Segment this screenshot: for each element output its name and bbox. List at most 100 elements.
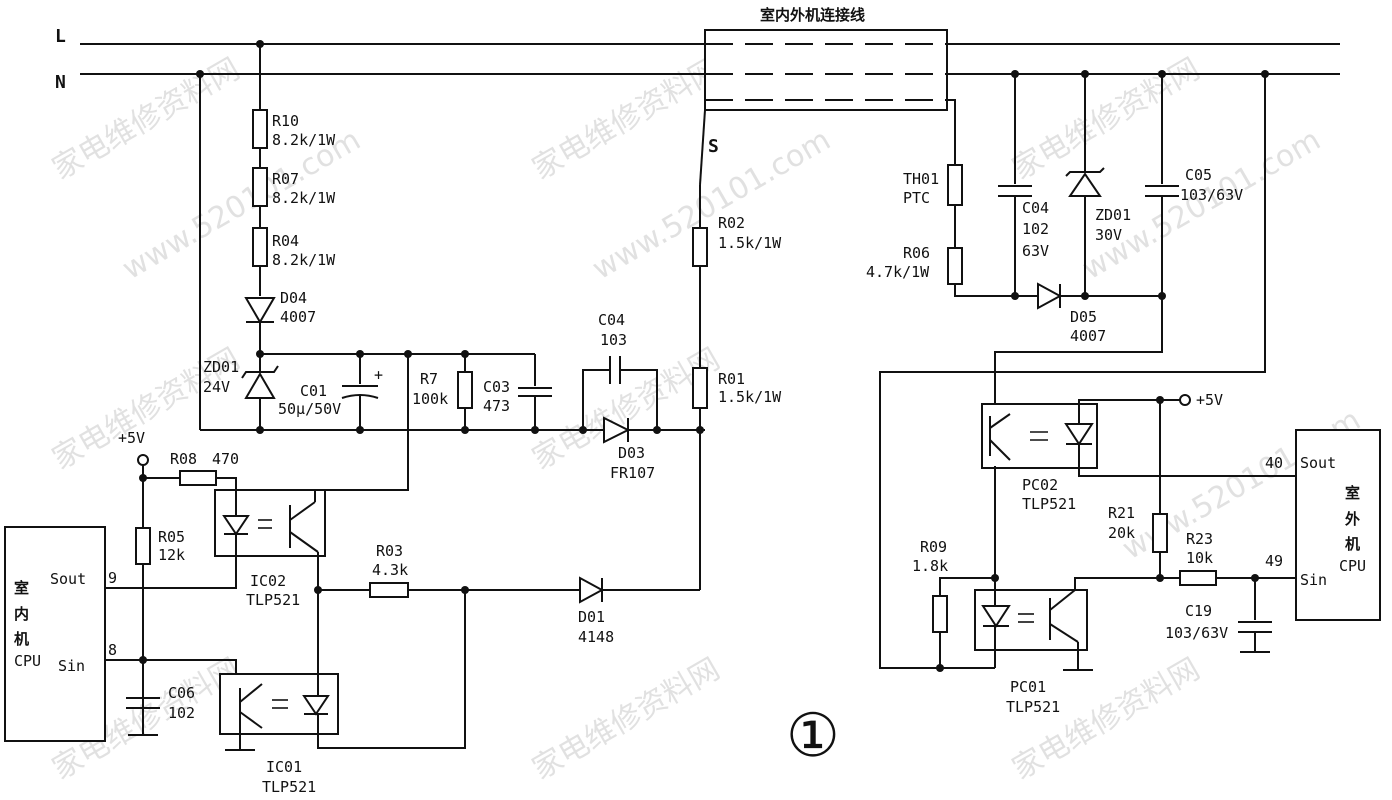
label-zd01-indoor-name: ZD01 xyxy=(203,358,239,376)
vcc-label-left: +5V xyxy=(118,429,145,447)
diode-d05 xyxy=(1037,282,1063,310)
label-d04-name: D04 xyxy=(280,289,307,307)
label-pc01-value: TLP521 xyxy=(1006,698,1060,716)
label-pc01-name: PC01 xyxy=(1010,678,1046,696)
outdoor-sout-label: Sout xyxy=(1300,454,1336,472)
resistor-r10 xyxy=(252,109,268,149)
rail-label-l: L xyxy=(55,26,66,47)
indoor-cpu-block xyxy=(4,526,106,742)
outdoor-cpu-line1: 室 xyxy=(1345,484,1360,502)
label-r08-value: 470 xyxy=(212,450,239,468)
outdoor-circuit: +5V xyxy=(879,70,1381,672)
label-ic02-value: TLP521 xyxy=(246,591,300,609)
label-c03-name: C03 xyxy=(483,378,510,396)
label-c04-outdoor-name: C04 xyxy=(1022,199,1049,217)
label-pc02-name: PC02 xyxy=(1022,476,1058,494)
indoor-pin-9: 9 xyxy=(108,569,117,587)
signal-line-label: S xyxy=(708,136,719,157)
figure-number: ① xyxy=(786,701,840,771)
indoor-sout-label: Sout xyxy=(50,570,86,588)
label-zd01-outdoor-value: 30V xyxy=(1095,226,1122,244)
label-r23-value: 10k xyxy=(1186,549,1213,567)
label-d03-name: D03 xyxy=(618,444,645,462)
rail-label-n: N xyxy=(55,72,66,93)
label-d05-value: 4007 xyxy=(1070,327,1106,345)
label-r04-name: R04 xyxy=(272,232,299,250)
resistor-r03 xyxy=(369,582,409,598)
watermark-text: 家电维修资料网 xyxy=(527,52,726,187)
vcc-terminal-left xyxy=(137,454,149,466)
cable-block: 室内外机连接线 S xyxy=(704,6,948,157)
label-zd01-outdoor-name: ZD01 xyxy=(1095,206,1131,224)
label-c19-name: C19 xyxy=(1185,602,1212,620)
label-zd01-indoor-value: 24V xyxy=(203,378,230,396)
watermark-text: 家电维修资料网 xyxy=(1007,652,1206,787)
indoor-pin-8: 8 xyxy=(108,641,117,659)
outdoor-cpu-line3: 机 xyxy=(1345,535,1360,553)
outdoor-sin-label: Sin xyxy=(1300,571,1327,589)
label-c01-value: 50μ/50V xyxy=(278,400,341,418)
label-r09-value: 1.8k xyxy=(912,557,948,575)
resistor-r04 xyxy=(252,227,268,267)
outdoor-labels: TH01 PTC R06 4.7k/1W C04 102 63V ZD01 30… xyxy=(866,166,1243,716)
label-r08-name: R08 xyxy=(170,450,197,468)
label-d01-value: 4148 xyxy=(578,628,614,646)
label-r02-name: R02 xyxy=(718,214,745,232)
label-c04-indoor-value: 103 xyxy=(600,331,627,349)
label-c04-outdoor-value: 102 xyxy=(1022,220,1049,238)
indoor-cpu-line2: 内 xyxy=(14,605,29,623)
label-r10-name: R10 xyxy=(272,112,299,130)
cap-polarity-plus: + xyxy=(374,366,383,384)
label-r07-name: R07 xyxy=(272,170,299,188)
label-r05-name: R05 xyxy=(158,528,185,546)
label-c06-value: 102 xyxy=(168,704,195,722)
label-r02-value: 1.5k/1W xyxy=(718,234,782,252)
outdoor-pin-40: 40 xyxy=(1265,454,1283,472)
label-ic01-value: TLP521 xyxy=(262,778,316,796)
resistor-r05 xyxy=(135,527,151,565)
resistor-r08 xyxy=(179,470,217,486)
label-d03-value: FR107 xyxy=(610,464,655,482)
label-r23-name: R23 xyxy=(1186,530,1213,548)
zener-zd01-indoor xyxy=(244,372,276,399)
label-r04-value: 8.2k/1W xyxy=(272,251,336,269)
outdoor-cpu-block xyxy=(1295,429,1381,621)
watermark-text: 家电维修资料网 xyxy=(527,652,726,787)
label-r01-value: 1.5k/1W xyxy=(718,388,782,406)
label-r06-value: 4.7k/1W xyxy=(866,263,930,281)
watermark-text: 家电维修资料网 xyxy=(1007,52,1206,187)
label-th01-value: PTC xyxy=(903,189,930,207)
label-th01-name: TH01 xyxy=(903,170,939,188)
cable-title: 室内外机连接线 xyxy=(760,6,865,24)
label-r06-name: R06 xyxy=(903,244,930,262)
label-c19-value: 103/63V xyxy=(1165,624,1228,642)
resistor-r7 xyxy=(457,371,473,409)
resistor-r09 xyxy=(932,595,948,633)
vcc-label-right: +5V xyxy=(1196,391,1223,409)
label-r07-value: 8.2k/1W xyxy=(272,189,336,207)
label-r10-value: 8.2k/1W xyxy=(272,131,336,149)
label-r05-value: 12k xyxy=(158,546,185,564)
cable-box xyxy=(704,29,948,111)
label-ic01-name: IC01 xyxy=(266,758,302,776)
label-pc02-value: TLP521 xyxy=(1022,495,1076,513)
label-d05-name: D05 xyxy=(1070,308,1097,326)
label-c04-indoor-name: C04 xyxy=(598,311,625,329)
outdoor-cpu-line4: CPU xyxy=(1339,557,1366,575)
vcc-terminal-right xyxy=(1179,394,1191,406)
indoor-cpu-line4: CPU xyxy=(14,652,41,670)
label-c04-outdoor-voltage: 63V xyxy=(1022,242,1049,260)
label-r21-value: 20k xyxy=(1108,524,1135,542)
label-c05-value: 103/63V xyxy=(1180,186,1243,204)
outdoor-cpu-line2: 外 xyxy=(1344,510,1360,528)
label-r03-name: R03 xyxy=(376,542,403,560)
label-r03-value: 4.3k xyxy=(372,561,408,579)
diode-d03 xyxy=(603,416,631,444)
indoor-cpu-line3: 机 xyxy=(14,630,29,648)
resistor-r01 xyxy=(692,367,708,409)
label-r7-value: 100k xyxy=(412,390,448,408)
label-c01-name: C01 xyxy=(300,382,327,400)
watermark-text: 家电维修资料网 xyxy=(47,52,246,187)
label-c06-name: C06 xyxy=(168,684,195,702)
thermistor-th01 xyxy=(947,164,963,206)
